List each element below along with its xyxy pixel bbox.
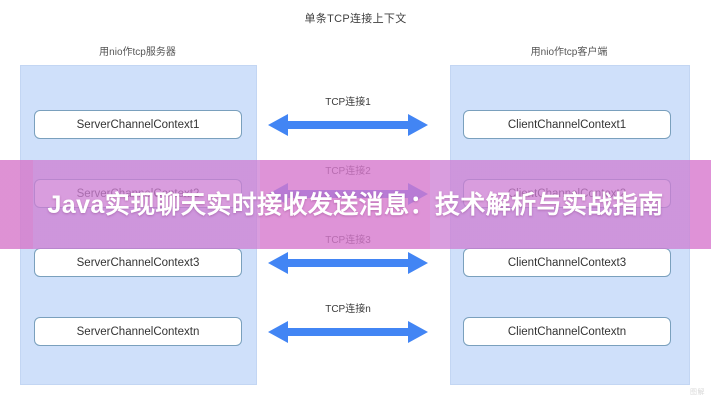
- watermark-text: 图解: [690, 389, 705, 396]
- server-channel-context-3: ServerChannelContext3: [34, 248, 242, 277]
- article-title-overlay: Java实现聊天实时接收发送消息：技术解析与实战指南: [0, 160, 711, 249]
- server-channel-context-n: ServerChannelContextn: [34, 317, 242, 346]
- tcp-connection-label-1: TCP连接1: [325, 97, 371, 108]
- client-channel-context-n: ClientChannelContextn: [463, 317, 671, 346]
- bidirectional-arrow-icon-1: [268, 111, 428, 139]
- bidirectional-arrow-icon-4: [268, 318, 428, 346]
- tcp-connection-label-4: TCP连接n: [325, 304, 371, 315]
- client-channel-context-3: ClientChannelContext3: [463, 248, 671, 277]
- bidirectional-arrow-icon-3: [268, 249, 428, 277]
- client-channel-context-1: ClientChannelContext1: [463, 110, 671, 139]
- server-channel-context-1: ServerChannelContext1: [34, 110, 242, 139]
- diagram-title: 单条TCP连接上下文: [304, 13, 407, 25]
- article-title-text: Java实现聊天实时接收发送消息：技术解析与实战指南: [47, 190, 664, 219]
- client-panel-caption: 用nio作tcp客户端: [530, 47, 608, 58]
- server-panel-caption: 用nio作tcp服务器: [99, 47, 176, 58]
